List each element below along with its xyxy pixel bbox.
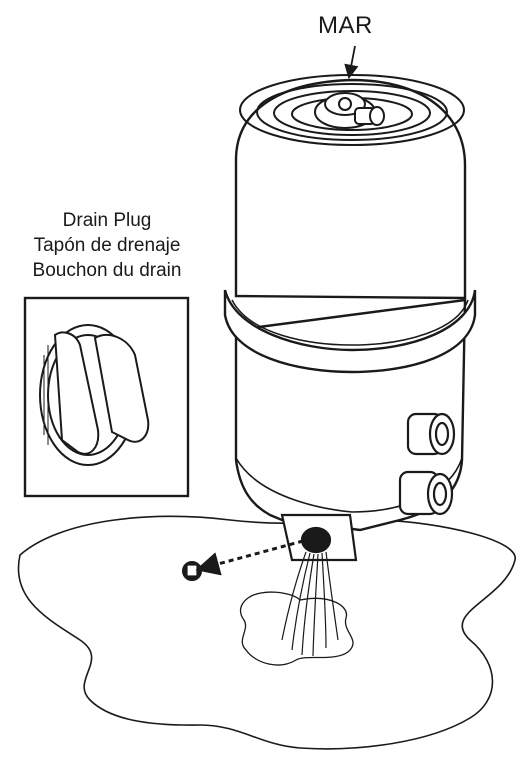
removal-direction-arrow bbox=[195, 539, 304, 576]
mar-pointer-arrow bbox=[344, 45, 359, 80]
air-relief-valve bbox=[314, 92, 385, 129]
upper-side-port bbox=[406, 412, 456, 456]
water-stream bbox=[281, 551, 339, 657]
drain-plug-illustration bbox=[39, 324, 150, 466]
drain-plug-label-fr: Bouchon du drain bbox=[32, 260, 182, 281]
filter-tank bbox=[223, 74, 477, 532]
mar-label: MAR bbox=[318, 12, 373, 39]
drain-plug-detail-box bbox=[23, 296, 190, 498]
drain-port bbox=[280, 513, 358, 562]
drain-plug-label-es: Tapón de drenaje bbox=[33, 235, 181, 256]
removed-drain-plug bbox=[182, 561, 202, 581]
drain-plug-label-en: Drain Plug bbox=[62, 210, 152, 231]
drain-plug-title: Drain Plug Tapón de drenaje Bouchon du d… bbox=[8, 208, 206, 283]
lower-side-port bbox=[398, 470, 454, 516]
